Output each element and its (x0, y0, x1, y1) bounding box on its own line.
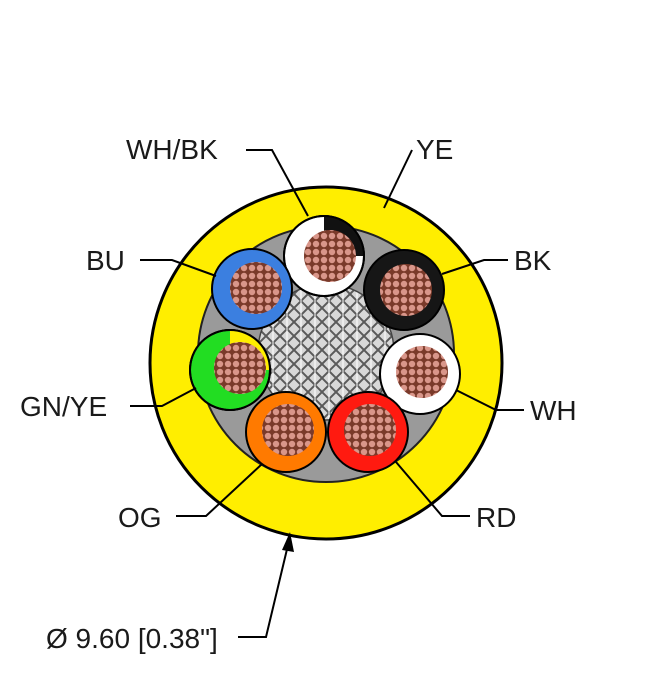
conductor-rd (327, 391, 409, 473)
label-og: OG (118, 502, 162, 533)
conductor-wh (379, 333, 461, 415)
leader-og (176, 463, 263, 517)
leader-rd (395, 461, 470, 517)
leader-bu (140, 259, 217, 277)
conductor-wh-bk (283, 215, 365, 297)
conductor-og (245, 391, 327, 473)
label-bk: BK (514, 245, 552, 276)
diameter-arrowhead (282, 532, 294, 552)
leader-wh (455, 389, 524, 411)
label-wh-bk: WH/BK (126, 134, 218, 165)
label-diameter: Ø 9.60 [0.38"] (46, 623, 218, 654)
conductor-gn-ye (189, 329, 271, 411)
leader-gn-ye (130, 387, 197, 407)
label-gn-ye: GN/YE (20, 391, 107, 422)
leader-diameter (238, 544, 289, 638)
label-bu: BU (86, 245, 125, 276)
label-wh: WH (530, 395, 577, 426)
label-rd: RD (476, 502, 516, 533)
leader-ye (383, 149, 413, 209)
label-ye: YE (416, 134, 453, 165)
leader-wh-bk (246, 149, 309, 217)
leader-bk (441, 259, 508, 275)
conductor-bu (211, 248, 293, 330)
conductor-bk (363, 249, 445, 331)
